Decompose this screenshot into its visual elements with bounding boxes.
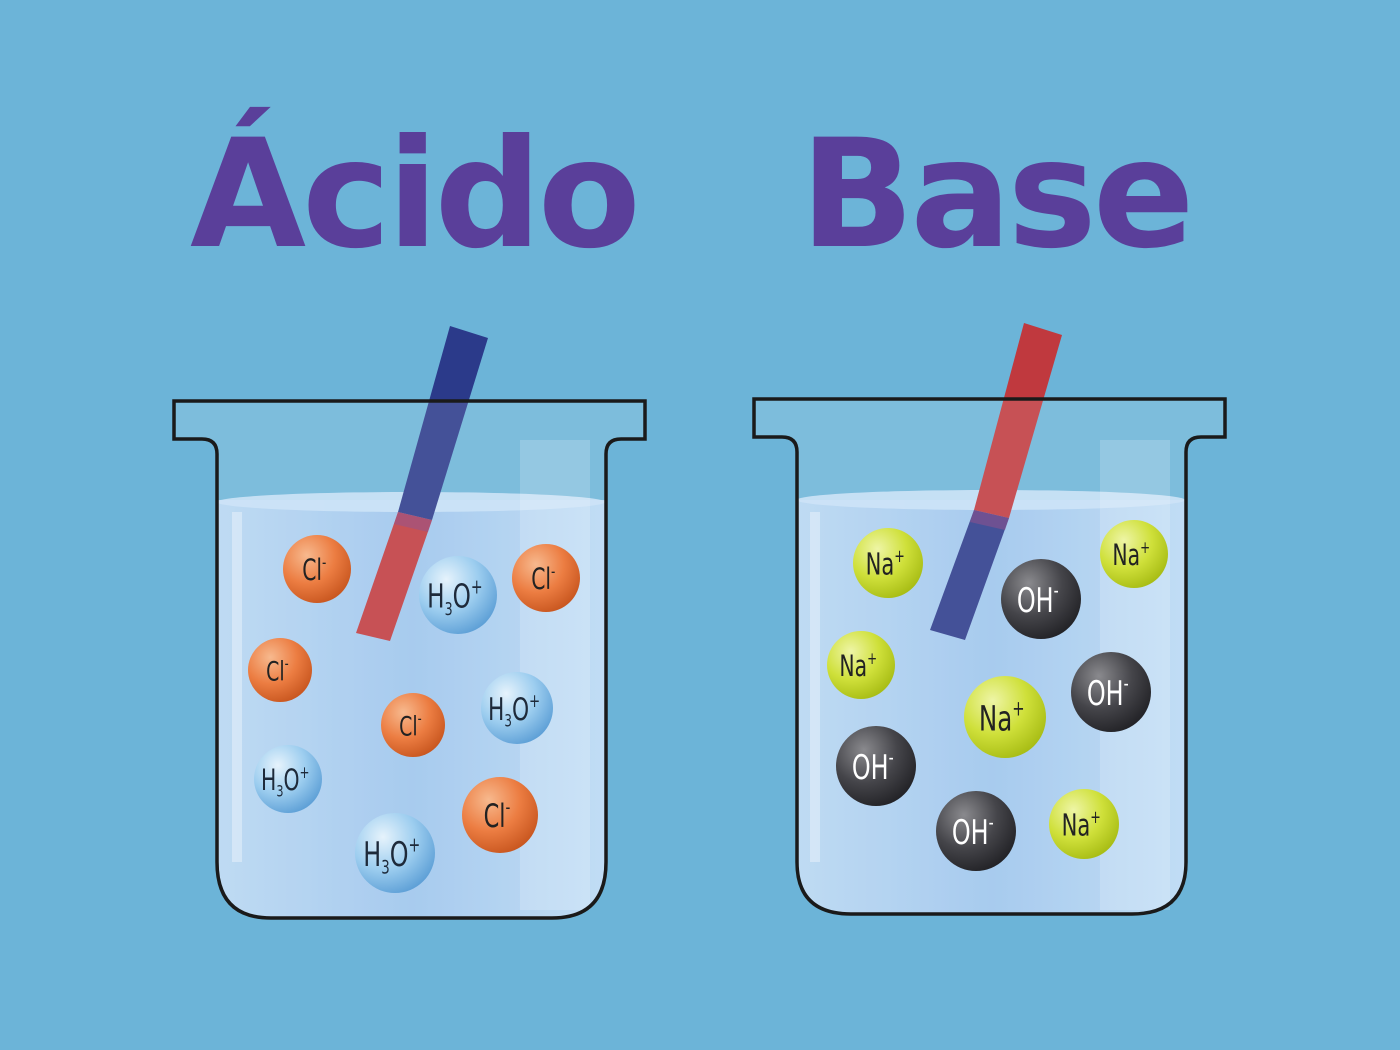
cl-ion-label: Cl- — [484, 797, 511, 835]
cl-ion-label: Cl- — [399, 711, 422, 742]
base-title: Base — [800, 108, 1195, 282]
acid-strip-waterline — [394, 512, 432, 532]
base-ion-oh: OH- — [1001, 559, 1081, 639]
na-ion-sphere — [1049, 789, 1119, 859]
base-ion-oh: OH- — [1071, 652, 1151, 732]
na-ion-label: Na+ — [979, 698, 1025, 739]
cl-ion-label: Cl- — [266, 656, 289, 687]
base-ions-group: Na+ Na+ OH- Na+ OH- Na+ OH- OH- Na+ — [827, 520, 1168, 871]
ion-charge: - — [889, 747, 894, 770]
base-ion-na: Na+ — [1100, 520, 1168, 588]
acid-ph-strip — [356, 326, 488, 641]
base-ion-oh: OH- — [936, 791, 1016, 871]
ion-charge: - — [506, 797, 511, 819]
ion-charge: + — [1140, 537, 1150, 557]
ion-charge: + — [894, 545, 905, 566]
h3o-ion-label: H3O+ — [363, 834, 420, 879]
ion-charge: + — [409, 834, 421, 857]
acid-ion-h3o: H3O+ — [419, 556, 497, 634]
acid-strip-bottom — [356, 512, 432, 641]
oh-ion-label: OH- — [852, 747, 894, 788]
cl-ion-sphere — [248, 638, 312, 702]
acid-ion-h3o: H3O+ — [481, 672, 553, 744]
acid-ion-cl: Cl- — [512, 544, 580, 612]
acid-strip-top — [398, 326, 488, 520]
ion-charge: - — [418, 711, 422, 729]
acid-ion-cl: Cl- — [248, 638, 312, 702]
h3o-ion-label: H3O+ — [427, 576, 482, 619]
oh-ion-sphere — [1001, 559, 1081, 639]
oh-ion-label: OH- — [1087, 673, 1129, 714]
na-ion-label: Na+ — [1062, 806, 1101, 843]
cl-ion-sphere — [462, 777, 538, 853]
acid-ion-cl: Cl- — [462, 777, 538, 853]
ion-charge: - — [1124, 673, 1129, 696]
cl-ion-sphere — [283, 535, 351, 603]
acid-ions-group: Cl- H3O+ Cl- Cl- Cl- H3O+ H3O+ Cl- H3O+ — [248, 535, 580, 893]
oh-ion-sphere — [836, 726, 916, 806]
acid-glass-reflection — [232, 512, 242, 862]
base-ph-strip — [930, 323, 1062, 640]
ion-charge: + — [867, 648, 877, 668]
cl-ion-sphere — [512, 544, 580, 612]
acid-ion-cl: Cl- — [283, 535, 351, 603]
cl-ion-sphere — [381, 693, 445, 757]
base-ion-na: Na+ — [964, 676, 1046, 758]
h3o-ion-sphere — [419, 556, 497, 634]
ion-charge: - — [1054, 580, 1059, 603]
base-strip-waterline — [970, 510, 1009, 530]
cl-ion-label: Cl- — [302, 552, 326, 588]
cl-ion-label: Cl- — [531, 561, 555, 597]
acid-ion-h3o: H3O+ — [355, 813, 435, 893]
na-ion-sphere — [1100, 520, 1168, 588]
h3o-ion-sphere — [481, 672, 553, 744]
base-ion-na: Na+ — [827, 631, 895, 699]
base-glass-reflection — [810, 512, 820, 862]
na-ion-sphere — [827, 631, 895, 699]
h3o-ion-sphere — [254, 745, 322, 813]
na-ion-label: Na+ — [1112, 537, 1150, 573]
base-strip-top — [974, 323, 1062, 518]
oh-ion-sphere — [1071, 652, 1151, 732]
base-ion-na: Na+ — [853, 528, 923, 598]
oh-ion-label: OH- — [952, 812, 994, 853]
h3o-ion-label: H3O+ — [261, 762, 309, 801]
acid-ion-h3o: H3O+ — [254, 745, 322, 813]
base-ion-oh: OH- — [836, 726, 916, 806]
h3o-ion-sphere — [355, 813, 435, 893]
na-ion-label: Na+ — [839, 648, 877, 684]
ion-charge: + — [529, 690, 540, 712]
na-ion-label: Na+ — [866, 545, 905, 582]
ion-charge: + — [1012, 698, 1024, 721]
base-ion-na: Na+ — [1049, 789, 1119, 859]
ion-charge: + — [300, 762, 310, 782]
ion-charge: + — [1090, 806, 1101, 827]
ion-charge: - — [322, 552, 326, 572]
base-strip-bottom — [930, 510, 1009, 640]
na-ion-sphere — [964, 676, 1046, 758]
ion-charge: - — [285, 656, 289, 674]
oh-ion-label: OH- — [1017, 580, 1059, 621]
h3o-ion-label: H3O+ — [488, 690, 540, 731]
ion-charge: + — [471, 576, 483, 599]
na-ion-sphere — [853, 528, 923, 598]
ion-charge: - — [551, 561, 555, 581]
ion-charge: - — [989, 812, 994, 835]
oh-ion-sphere — [936, 791, 1016, 871]
acid-title: Ácido — [190, 108, 641, 282]
acid-ion-cl: Cl- — [381, 693, 445, 757]
